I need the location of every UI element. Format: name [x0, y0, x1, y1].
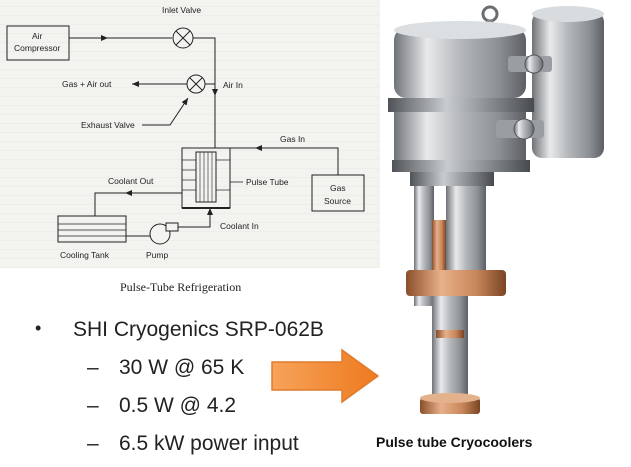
cooling-tank: [57, 215, 127, 243]
gas-source-label-line2: Source: [324, 196, 351, 206]
sub-bullet-2: –0.5 W @ 4.2: [87, 394, 236, 418]
sub-bullet-1-text: 30 W @ 65 K: [119, 356, 245, 379]
dash-icon: –: [87, 356, 99, 379]
inlet-valve-label: Inlet Valve: [162, 5, 201, 15]
air-compressor-box: [6, 25, 70, 61]
exhaust-valve-pointer: [142, 97, 189, 126]
sub-bullet-2-text: 0.5 W @ 4.2: [119, 394, 237, 417]
pulse-tube-schematic: Air Compressor Inlet Valve Air In Gas + …: [6, 5, 365, 260]
gas-source-label-line1: Gas: [330, 183, 346, 193]
exhaust-valve-label: Exhaust Valve: [81, 120, 135, 130]
bullet-main-text: SHI Cryogenics SRP-062B: [73, 318, 324, 341]
pulse-tube-assembly: [181, 147, 231, 209]
dash-icon: –: [87, 432, 99, 455]
gas-in-line: [230, 147, 339, 175]
coolant-in-line: [178, 208, 213, 228]
air-compressor-label-line1: Air: [32, 31, 43, 41]
coolant-out-line: [94, 192, 182, 216]
inlet-to-pulse-line: [193, 37, 216, 148]
right-arrow-icon: [271, 348, 380, 404]
pump-symbol: [149, 222, 179, 245]
bullet-dot-icon: •: [35, 318, 42, 338]
exhaust-valve-symbol: [186, 74, 206, 94]
coolant-out-label: Coolant Out: [108, 176, 154, 186]
gas-air-out-label: Gas + Air out: [62, 79, 112, 89]
sub-bullet-3: –6.5 kW power input: [87, 432, 299, 456]
pump-label: Pump: [146, 250, 168, 260]
gas-source-box: [311, 174, 365, 212]
air-in-label: Air In: [223, 80, 243, 90]
sub-bullet-1: –30 W @ 65 K: [87, 356, 244, 380]
gas-in-label: Gas In: [280, 134, 305, 144]
dash-icon: –: [87, 394, 99, 417]
diagram-caption: Pulse-Tube Refrigeration: [120, 280, 242, 294]
inlet-valve-symbol: [172, 27, 194, 49]
air-compressor-label-line2: Compressor: [14, 43, 60, 53]
pulse-tube-label: Pulse Tube: [246, 177, 289, 187]
photo-caption: Pulse tube Cryocoolers: [376, 434, 533, 450]
sub-bullet-3-text: 6.5 kW power input: [119, 432, 299, 455]
coolant-in-label: Coolant In: [220, 221, 259, 231]
cryocooler-photo: [388, 5, 604, 414]
cooling-tank-label: Cooling Tank: [60, 250, 110, 260]
